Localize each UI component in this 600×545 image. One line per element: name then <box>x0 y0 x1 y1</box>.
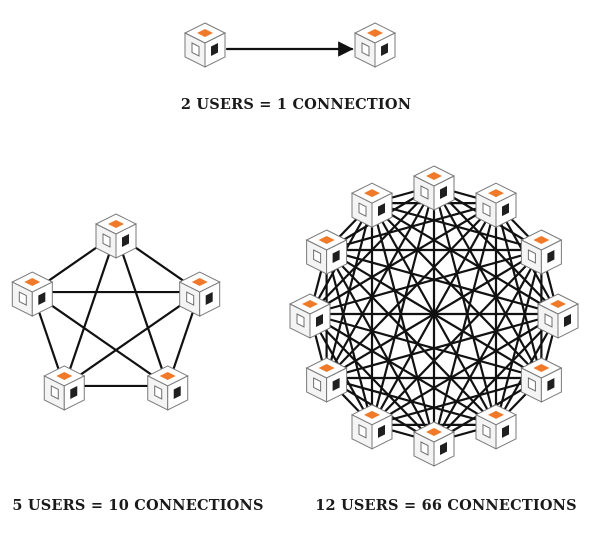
connection-line <box>432 184 498 426</box>
connection-line <box>370 184 436 426</box>
connection-line <box>31 290 169 388</box>
cube-icon <box>306 357 348 403</box>
cube-icon <box>351 182 393 228</box>
connection-line <box>370 202 543 252</box>
connection-line <box>308 312 543 380</box>
connection-line <box>63 290 201 388</box>
connection-line <box>325 248 436 444</box>
cube-icon <box>147 365 189 411</box>
connection-line <box>63 232 118 388</box>
cube-icon <box>413 165 455 211</box>
dodecagon-diagram <box>289 165 579 467</box>
connection-line <box>114 232 169 388</box>
pentagon-caption: 5 USERS = 10 CONNECTIONS <box>12 497 263 514</box>
connection-line <box>370 202 543 380</box>
cube-icon <box>520 357 562 403</box>
pair-diagram <box>184 22 396 68</box>
dodecagon-edges <box>308 184 560 444</box>
connection-line <box>308 312 498 426</box>
cube-icon <box>289 293 331 339</box>
connection-line <box>325 248 374 426</box>
cube-icon <box>354 22 396 68</box>
connection-line <box>432 202 498 444</box>
cube-icon <box>306 229 348 275</box>
connection-line <box>325 202 374 380</box>
cube-icon <box>520 229 562 275</box>
cube-icon <box>184 22 226 68</box>
cube-icon <box>537 293 579 339</box>
connection-line <box>370 202 560 316</box>
connection-line <box>308 248 543 316</box>
connection-line <box>325 312 560 380</box>
cube-icon <box>351 404 393 450</box>
cube-icon <box>11 271 53 317</box>
pair-nodes <box>184 22 396 68</box>
cube-icon <box>179 271 221 317</box>
dodecagon-caption: 12 USERS = 66 CONNECTIONS <box>315 497 577 514</box>
connection-line <box>325 202 498 380</box>
pentagon-diagram <box>11 213 221 411</box>
pentagon-nodes <box>11 213 221 411</box>
connection-line <box>370 202 498 426</box>
connection-line <box>370 202 436 444</box>
connection-line <box>325 248 498 426</box>
connection-line <box>370 248 543 426</box>
cube-icon <box>413 421 455 467</box>
connection-line <box>325 248 560 316</box>
cube-icon <box>475 404 517 450</box>
cube-icon <box>43 365 85 411</box>
cube-icon <box>95 213 137 259</box>
pair-caption: 2 USERS = 1 CONNECTION <box>181 96 411 113</box>
cube-icon <box>475 182 517 228</box>
